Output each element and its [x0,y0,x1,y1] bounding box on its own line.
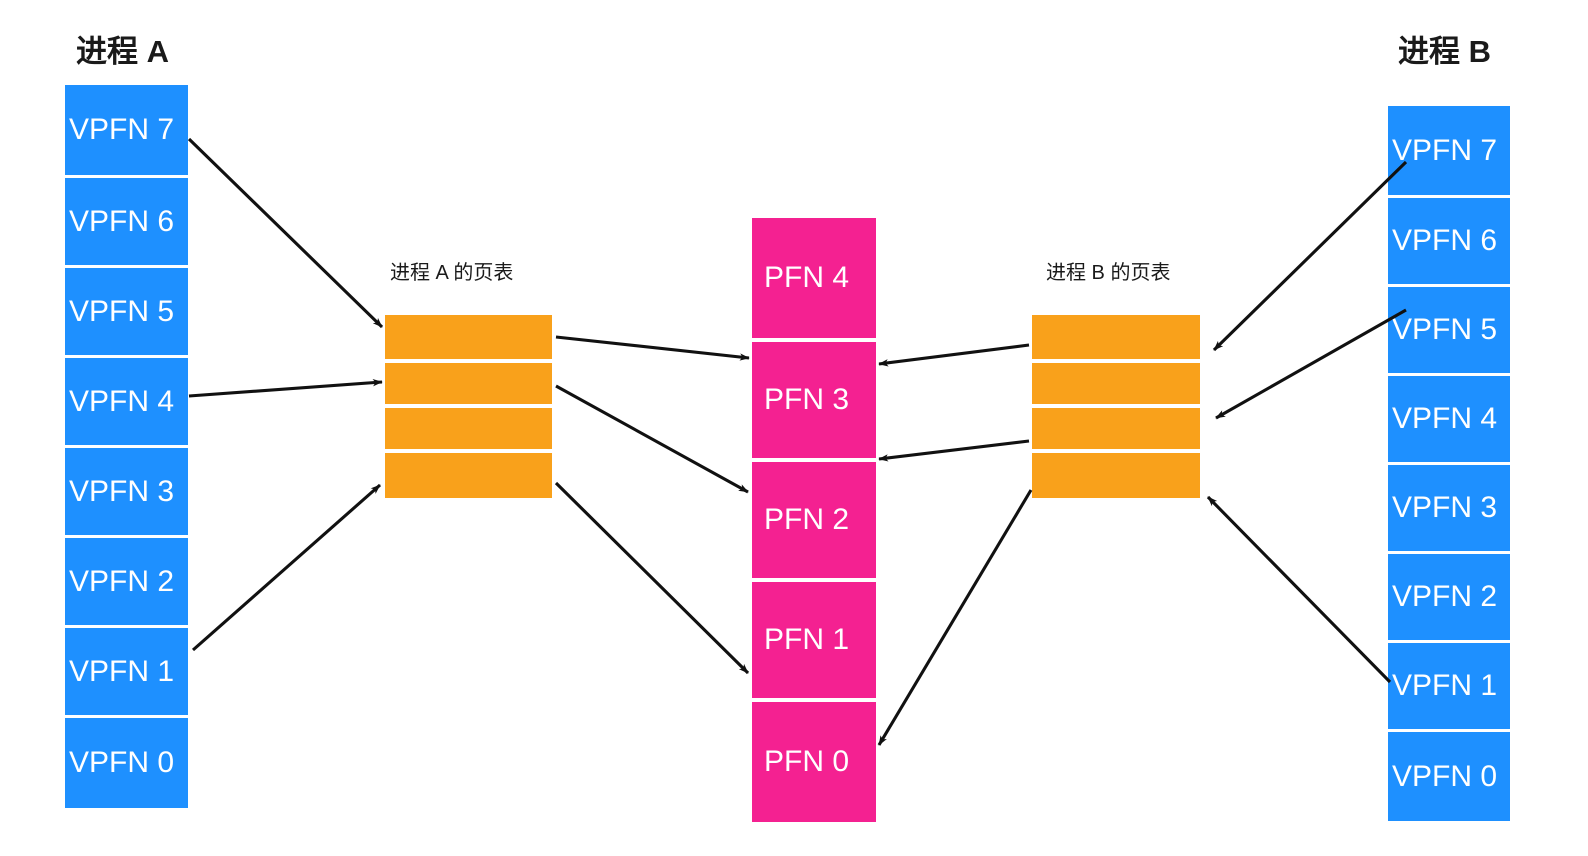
physical-frame-cell[interactable]: PFN 0 [752,702,876,822]
physical-frame-label: PFN 0 [764,745,850,778]
physical-frame-label: PFN 2 [764,503,850,536]
virtual-page-cell[interactable]: VPFN 2 [65,538,188,628]
arrow-ptb-e3-to-pfn2 [878,439,1030,462]
virtual-page-cell[interactable]: VPFN 6 [1388,198,1510,287]
process-b-virtual-pages: VPFN 7 VPFN 6 VPFN 5 VPFN 4 VPFN 3 VPFN … [1388,106,1510,823]
virtual-page-label: VPFN 6 [1392,224,1498,257]
virtual-page-label: VPFN 2 [1392,580,1498,613]
arrow-pta-e2-to-pfn2 [555,384,749,494]
process-a-virtual-pages: VPFN 7 VPFN 6 VPFN 5 VPFN 4 VPFN 3 VPFN … [65,85,188,808]
process-a-title: 进程 A [76,34,169,69]
page-table-b [1032,315,1200,498]
virtual-page-cell[interactable]: VPFN 1 [1388,643,1510,732]
physical-frame-label: PFN 4 [764,261,850,294]
page-table-a-entry[interactable] [385,363,552,408]
virtual-page-label: VPFN 3 [1392,491,1498,524]
virtual-page-label: VPFN 7 [1392,133,1498,167]
page-table-b-entry[interactable] [1032,408,1200,453]
virtual-page-label: VPFN 0 [69,746,175,779]
physical-frame-cell[interactable]: PFN 1 [752,582,876,702]
page-table-b-entry[interactable] [1032,363,1200,408]
virtual-page-label: VPFN 5 [1392,313,1498,346]
arrow-b-vpfn1-to-ptb-e4 [1206,495,1392,684]
virtual-page-cell[interactable]: VPFN 3 [1388,465,1510,554]
virtual-page-label: VPFN 6 [69,204,175,238]
virtual-page-cell[interactable]: VPFN 2 [1388,554,1510,643]
arrow-a-vpfn4-to-pta-e2 [188,378,383,398]
arrow-a-vpfn1-to-pta-e4 [191,483,382,652]
page-table-b-entry[interactable] [1032,453,1200,498]
virtual-page-cell[interactable]: VPFN 4 [65,358,188,448]
virtual-page-label: VPFN 4 [69,384,175,418]
page-table-a-entry[interactable] [385,453,552,498]
virtual-page-label: VPFN 4 [1392,402,1498,435]
physical-frame-cell[interactable]: PFN 3 [752,342,876,462]
arrow-b-vpfn5-to-ptb-e3 [1215,308,1407,420]
arrow-a-vpfn7-to-pta-e1 [187,137,384,329]
virtual-page-cell[interactable]: VPFN 5 [1388,287,1510,376]
arrow-pta-e4-to-pfn0 [554,481,750,675]
virtual-page-label: VPFN 1 [1392,669,1498,702]
physical-frame-label: PFN 1 [764,623,850,656]
page-table-b-label: 进程 B 的页表 [1046,262,1171,284]
virtual-page-cell[interactable]: VPFN 6 [65,178,188,268]
virtual-page-cell[interactable]: VPFN 7 [65,85,188,178]
virtual-page-cell[interactable]: VPFN 7 [1388,106,1510,198]
arrow-ptb-e4-to-pfn0 [877,489,1033,746]
arrow-ptb-e1-to-pfn3 [878,343,1030,367]
virtual-page-cell[interactable]: VPFN 3 [65,448,188,538]
physical-frame-cell[interactable]: PFN 4 [752,218,876,342]
virtual-page-label: VPFN 2 [69,564,175,598]
virtual-page-cell[interactable]: VPFN 5 [65,268,188,358]
page-table-a [385,315,552,498]
virtual-page-label: VPFN 7 [69,113,175,146]
physical-frame-cell[interactable]: PFN 2 [752,462,876,582]
arrow-b-vpfn7-to-ptb-e1 [1212,160,1408,352]
arrow-pta-e1-to-pfn3 [555,335,750,361]
page-table-a-entry[interactable] [385,315,552,363]
virtual-page-cell[interactable]: VPFN 0 [1388,732,1510,821]
virtual-page-label: VPFN 3 [69,474,175,508]
virtual-page-label: VPFN 0 [1392,759,1498,793]
process-b-title: 进程 B [1398,34,1491,69]
physical-memory-frames: PFN 4 PFN 3 PFN 2 PFN 1 PFN 0 [752,218,876,822]
page-table-b-entry[interactable] [1032,315,1200,363]
virtual-page-cell[interactable]: VPFN 1 [65,628,188,718]
virtual-page-label: VPFN 5 [69,294,175,328]
page-table-a-label: 进程 A 的页表 [390,262,514,284]
virtual-page-cell[interactable]: VPFN 4 [1388,376,1510,465]
virtual-page-cell[interactable]: VPFN 0 [65,718,188,808]
page-table-a-entry[interactable] [385,408,552,453]
virtual-page-label: VPFN 1 [69,654,175,688]
physical-frame-label: PFN 3 [764,383,850,416]
